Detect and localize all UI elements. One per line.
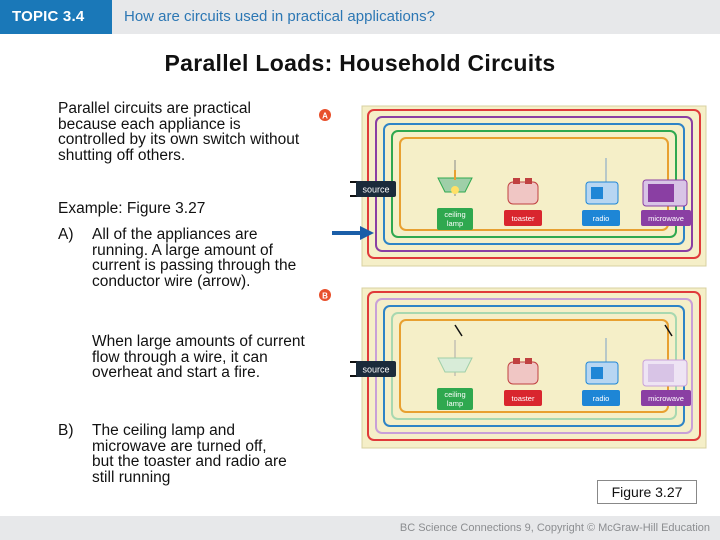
panel-a-marker-text: A xyxy=(322,112,328,121)
topic-badge: TOPIC 3.4 xyxy=(0,0,112,34)
header-bar: TOPIC 3.4 How are circuits used in pract… xyxy=(0,0,720,34)
toaster-slot xyxy=(525,358,532,364)
panel-a-source-box xyxy=(356,181,396,197)
toaster-slot xyxy=(525,178,532,184)
label-microwave: microwave xyxy=(648,394,684,403)
label-radio-bg xyxy=(582,390,620,406)
panel-a-marker xyxy=(319,109,331,121)
slide-title: Parallel Loads: Household Circuits xyxy=(0,50,720,77)
slide-title-text: Parallel Loads: Household Circuits xyxy=(164,50,556,76)
item-a-label: A) xyxy=(58,226,74,243)
label-ceiling-lamp-line2: lamp xyxy=(447,399,463,408)
figure-caption: Figure 3.27 xyxy=(597,480,697,504)
panel-a-source-label: source xyxy=(362,185,389,195)
label-ceiling-lamp-line2: lamp xyxy=(447,219,463,228)
label-ceiling-lamp-line1: ceiling xyxy=(444,390,465,399)
copyright-credit: BC Science Connections 9, Copyright © Mc… xyxy=(399,522,710,534)
label-ceiling-lamp-bg xyxy=(437,388,473,410)
label-microwave-bg xyxy=(641,210,691,226)
panel-b-marker xyxy=(319,289,331,301)
item-a-followup: When large amounts of current flow throu… xyxy=(92,333,305,382)
label-toaster-bg xyxy=(504,390,542,406)
topic-question: How are circuits used in practical appli… xyxy=(124,8,435,25)
label-microwave: microwave xyxy=(648,214,684,223)
panel-a-radio xyxy=(585,158,619,205)
lamp-bulb xyxy=(451,186,459,194)
toaster-body xyxy=(507,181,539,205)
label-ceiling-lamp-line1: ceiling xyxy=(444,210,465,219)
panel-b-ceiling-lamp xyxy=(437,340,473,376)
panel-a-toaster xyxy=(507,178,539,205)
microwave-door xyxy=(648,184,674,202)
intro-paragraph: Parallel circuits are practical because … xyxy=(58,100,300,164)
label-radio-bg xyxy=(582,210,620,226)
panel-b-radio xyxy=(585,338,619,385)
panel-b-labels: ceiling lamp toaster radio microwave xyxy=(437,388,691,410)
arrow-head xyxy=(360,226,374,240)
radio-speaker xyxy=(591,367,603,379)
label-radio: radio xyxy=(593,394,610,403)
household-circuit-figure: A source xyxy=(310,100,710,465)
microwave-door-off xyxy=(648,364,674,382)
panel-a: A source xyxy=(319,105,707,267)
panel-b-marker-text: B xyxy=(322,292,328,301)
label-toaster-bg xyxy=(504,210,542,226)
toaster-body xyxy=(507,361,539,385)
toaster-slot xyxy=(513,358,520,364)
lamp-shade-off xyxy=(437,357,473,373)
panel-b-switch-lamp xyxy=(454,324,463,337)
panel-a-ceiling-lamp xyxy=(437,160,473,196)
label-microwave-bg xyxy=(641,390,691,406)
item-a-text: All of the appliances are running. A lar… xyxy=(92,226,297,290)
panel-b-source-label: source xyxy=(362,365,389,375)
panel-b: B source xyxy=(319,287,707,449)
panel-b-source-box xyxy=(356,361,396,377)
panel-b-microwave xyxy=(642,359,688,387)
item-b-label: B) xyxy=(58,422,74,439)
panel-b-switch-microwave xyxy=(664,324,673,337)
toaster-slot xyxy=(513,178,520,184)
label-toaster: toaster xyxy=(512,394,535,403)
panel-a-current-arrow xyxy=(332,226,374,240)
radio-speaker xyxy=(591,187,603,199)
item-b-text: The ceiling lamp and microwave are turne… xyxy=(92,422,287,486)
label-toaster: toaster xyxy=(512,214,535,223)
example-heading: Example: Figure 3.27 xyxy=(58,200,206,217)
label-radio: radio xyxy=(593,214,610,223)
footer-bar: BC Science Connections 9, Copyright © Mc… xyxy=(0,516,720,540)
circuit-diagram: A source xyxy=(319,105,707,449)
panel-a-labels: ceiling lamp toaster radio microwave xyxy=(437,208,691,230)
panel-a-microwave xyxy=(642,179,688,207)
label-ceiling-lamp-bg xyxy=(437,208,473,230)
panel-b-toaster xyxy=(507,358,539,385)
lamp-shade xyxy=(437,177,473,193)
